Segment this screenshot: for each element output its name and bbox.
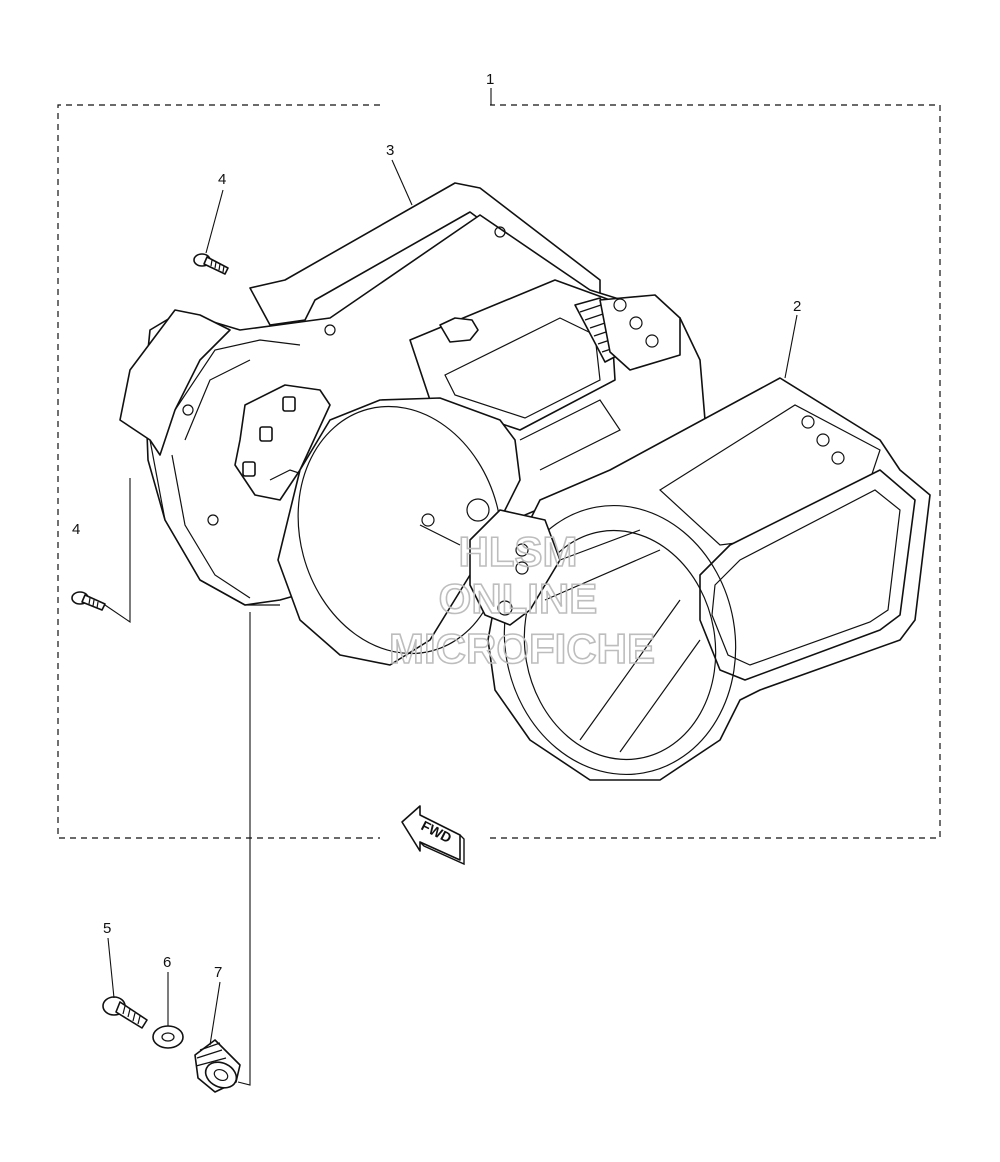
callout-1: 1 [486,71,494,88]
leader-grommet [237,612,251,1086]
leader-4-upper [205,189,224,254]
callout-6: 6 [163,954,171,971]
leader-2 [784,314,798,379]
leader-3 [391,159,413,206]
watermark-line-2: ONLINE [439,575,598,622]
grommet-part-7 [194,1039,241,1093]
callout-5: 5 [103,920,111,937]
leader-7 [209,981,221,1046]
callout-4-upper: 4 [218,171,226,188]
assembly-boundary [57,104,941,839]
watermark: HLSM ONLINE MICROFICHE [388,527,656,673]
screw-part-4-lower [71,591,106,611]
callout-2: 2 [793,298,801,315]
callout-4-lower: 4 [72,521,80,538]
mounting-bracket [234,384,331,501]
watermark-line-3: MICROFICHE [389,625,655,672]
callout-3: 3 [386,142,394,159]
washer-part-6 [152,1025,184,1049]
fwd-arrow-icon: FWD [401,805,465,866]
leader-4-lower [104,478,131,624]
bolt-part-5 [102,996,148,1029]
watermark-line-1: HLSM [459,528,578,575]
leader-5 [107,937,115,999]
callout-7: 7 [214,964,222,981]
screw-part-4-upper [193,253,229,275]
meter-cover-part-2 [469,377,931,781]
